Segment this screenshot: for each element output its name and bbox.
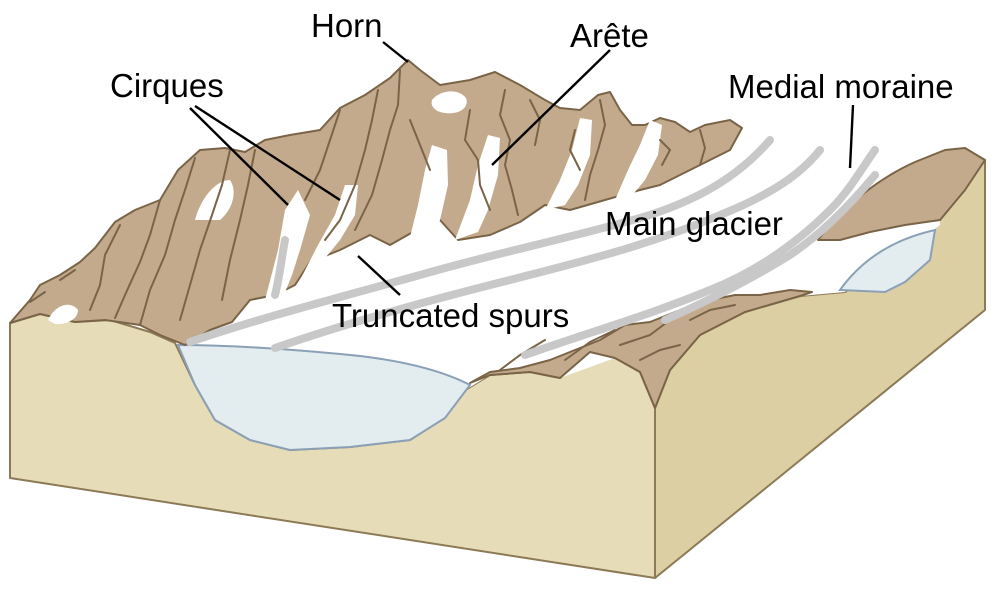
moraine-1 [186, 136, 774, 346]
horn-leader [382, 41, 409, 63]
lake-front [176, 343, 472, 452]
cirque-2 [300, 185, 358, 280]
moraine-bands [186, 136, 879, 359]
label-medial-moraine: Medial moraine [728, 68, 954, 105]
left-hollow-2 [48, 304, 78, 325]
lake-side [838, 228, 937, 294]
label-cirques: Cirques [110, 67, 224, 104]
front-right-spur [469, 289, 813, 409]
ridge-lines [29, 69, 736, 371]
medial-moraine-leader [848, 104, 855, 169]
labels: Horn Arête Cirques Medial moraine Main g… [110, 7, 954, 334]
arete-leader [491, 49, 611, 166]
label-main-glacier: Main glacier [605, 205, 783, 242]
horn-hollow [431, 91, 467, 114]
truncated-spurs-leader [357, 255, 401, 296]
cirque-6 [615, 120, 662, 200]
cirque-4 [455, 135, 500, 240]
cirque-5 [545, 118, 592, 210]
label-truncated-spurs: Truncated spurs [332, 297, 569, 334]
moraine-5 [271, 236, 289, 299]
moraine-2 [271, 146, 824, 352]
moraine-3 [521, 146, 879, 359]
moraine-4 [661, 171, 879, 324]
left-hollow-1 [195, 180, 234, 220]
cirques-leader-1 [189, 107, 289, 206]
label-leader-lines [189, 41, 855, 296]
cirque-3 [408, 145, 448, 245]
label-horn: Horn [311, 7, 383, 44]
label-arete: Arête [570, 17, 649, 54]
cirques-leader-2 [194, 104, 341, 202]
